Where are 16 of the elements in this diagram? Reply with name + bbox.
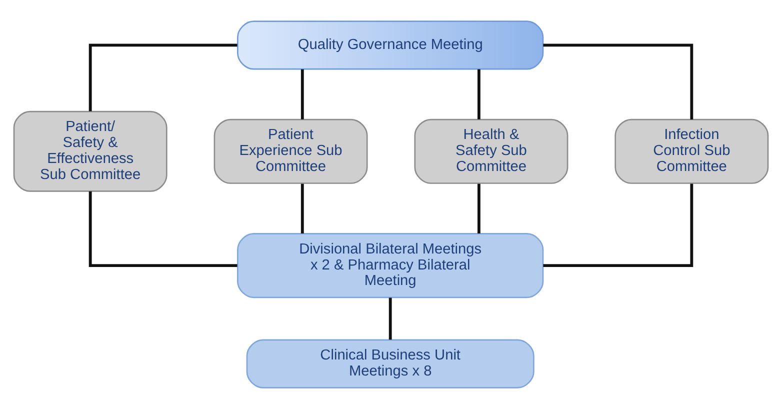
node-box: Patient Experience Sub Committee xyxy=(214,118,368,184)
node-box: Clinical Business Unit Meetings x 8 xyxy=(246,338,534,388)
connector xyxy=(543,183,694,267)
node-box: Patient/ Safety & Effectiveness Sub Committee xyxy=(13,110,168,192)
connector xyxy=(477,68,480,119)
node-box: Health & Safety Sub Committee xyxy=(414,118,568,184)
connector xyxy=(477,183,480,233)
node-box: Quality Governance Meeting xyxy=(237,20,544,70)
connector xyxy=(543,43,694,120)
connector xyxy=(388,297,392,340)
connector xyxy=(300,68,304,119)
connector xyxy=(88,190,238,267)
connector xyxy=(88,43,238,111)
connector xyxy=(300,183,304,233)
node-box: Infection Control Sub Committee xyxy=(614,118,769,184)
node-box: Divisional Bilateral Meetings x 2 & Pharmacy Bilateral Meeting xyxy=(237,232,544,298)
